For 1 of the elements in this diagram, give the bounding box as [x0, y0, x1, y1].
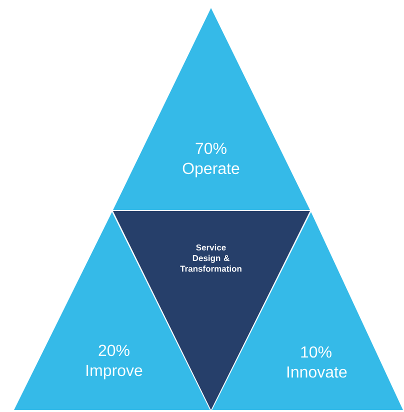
triangle: 70% Operate	[113, 8, 310, 210]
